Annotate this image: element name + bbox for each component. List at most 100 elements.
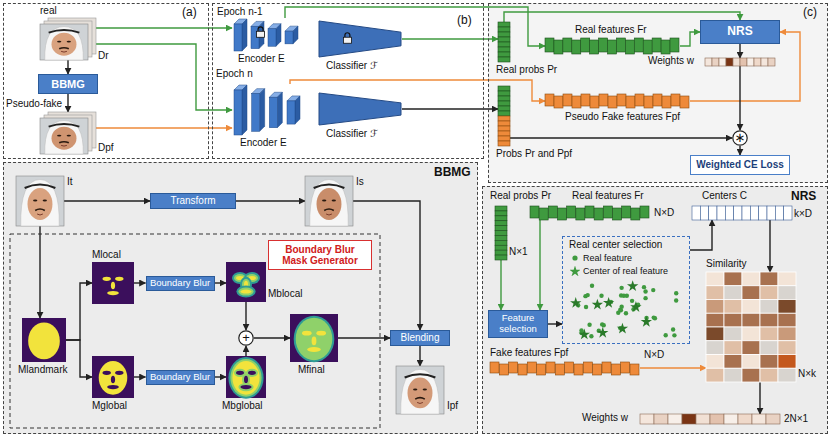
similarity-matrix-art [706, 272, 796, 382]
connector [67, 94, 68, 112]
connector [690, 220, 712, 250]
feature-stack-art-part [527, 362, 536, 373]
feature-stack-art-part [567, 206, 576, 218]
similarity-matrix-art-part [706, 368, 724, 382]
generator-box: Boundary Blur Mask Generator [268, 240, 372, 270]
classifier-block: Classifier ℱ [318, 92, 402, 126]
mask-image-art-part [238, 288, 253, 296]
selection-region-art-part [674, 291, 678, 295]
legend-item: Real feature [570, 253, 632, 263]
classifier-block-art [318, 20, 402, 58]
similarity-matrix-art-part [742, 272, 760, 286]
similarity-matrix-art-part [724, 272, 742, 286]
feature-stack-art-part [652, 38, 661, 52]
mask-image-art [226, 356, 266, 398]
weights-vector-art-part [766, 414, 780, 424]
encoder-block-art [232, 18, 300, 52]
mask-image-art-part [302, 331, 312, 336]
feature-stack-art-part [671, 94, 680, 106]
selection-region-art-part [587, 323, 591, 327]
encoder-block-art-part [242, 19, 247, 51]
face-image-art [305, 176, 353, 226]
face-stack-art-part-part [45, 27, 83, 60]
face-stack-art-part-part [61, 145, 67, 147]
feature-stack-art-part [554, 40, 563, 54]
mask-image-art-part [240, 290, 251, 294]
feature-stack-art-part [599, 94, 608, 106]
mask-image-art-part [316, 331, 326, 336]
connector [500, 260, 501, 310]
similarity-matrix-art-part [760, 286, 778, 300]
feature-stack: Real features FrN×D [530, 206, 650, 220]
feature-stack-art-part [555, 364, 564, 375]
node-label: Epoch n-1 [217, 6, 263, 18]
panel-ground [482, 186, 828, 434]
node-label: NRS [727, 25, 752, 39]
face-image-art-part-part [396, 366, 444, 414]
face-image-art-part-part [405, 374, 436, 377]
connector [236, 200, 305, 201]
encoder-block-art-part [285, 31, 293, 44]
node-label: N×k [798, 368, 816, 380]
selection-region-art-part [641, 316, 652, 327]
feature-stack-art-part [603, 206, 612, 218]
mask-image-art-part [103, 277, 111, 281]
face-stack: Pseudo-fakeDpf [40, 112, 96, 154]
connector [254, 337, 290, 338]
weights-vector-art-part [724, 414, 738, 424]
vector-column-art-part [495, 235, 507, 240]
legend-swatch [570, 253, 580, 263]
mask-image-art-part [92, 262, 134, 304]
connector [680, 32, 700, 46]
vector-column-art-part [498, 27, 510, 32]
face-stack-art-part-part [57, 41, 61, 43]
face-stack-art-part-part [59, 48, 69, 49]
feature-stack-art-part [518, 364, 527, 375]
vector-column-art-part [498, 32, 510, 37]
vector-column-art-part [498, 42, 510, 47]
centers-matrix-art-part [750, 206, 758, 220]
mask-image-art-part [294, 316, 335, 362]
face-stack-art-part-part [67, 135, 71, 137]
vector-column-art [495, 206, 507, 260]
node-label: (a) [182, 6, 197, 20]
feature-stack-art-part [499, 364, 508, 375]
vector-column: Real probs Pr [498, 22, 510, 62]
similarity-matrix-art-part [760, 272, 778, 286]
connector [548, 323, 562, 324]
encoder-block-art-part [234, 24, 242, 51]
connector [739, 146, 740, 155]
connector [67, 60, 68, 74]
feature-stack-art [490, 362, 640, 375]
connector [640, 367, 706, 368]
feature-stack-art-part [621, 362, 630, 373]
feature-stack-art-part [530, 206, 539, 218]
vector-column-art-part [495, 226, 507, 231]
node-label: ∗ [735, 131, 746, 146]
feature-stack-art-part [616, 38, 625, 52]
node-label: N×D [644, 349, 664, 361]
mask-image-art-part [22, 318, 66, 362]
process-box: Transform [150, 193, 236, 209]
feature-stack-art-part [563, 38, 572, 52]
node-label: Blending [401, 332, 440, 344]
feature-stack-art-part [565, 362, 574, 373]
mask-image-art-part [312, 337, 317, 346]
encoder-block-art-part [260, 89, 265, 132]
loss-box: Weighted CE Loss [690, 155, 790, 175]
vector-column-art-part [498, 101, 510, 106]
feature-stack-art-part [594, 208, 603, 220]
feature-stack-art-part [581, 38, 590, 52]
similarity-matrix-art-part [778, 341, 796, 355]
panel-ground [488, 3, 828, 183]
similarity-matrix-art-part [724, 355, 742, 369]
vector-column-art-part [495, 245, 507, 250]
node-label: Real features Fr [572, 190, 644, 202]
classifier-block-art-part [319, 21, 401, 57]
centers-matrix-art-part [700, 206, 708, 220]
node-label: Pseudo-fake [6, 98, 62, 110]
node-label: Boundary Blur [150, 278, 210, 289]
mask-image-art-part [298, 320, 331, 358]
weights-vector-art-part [712, 58, 719, 66]
feature-stack-art-part [608, 40, 617, 54]
